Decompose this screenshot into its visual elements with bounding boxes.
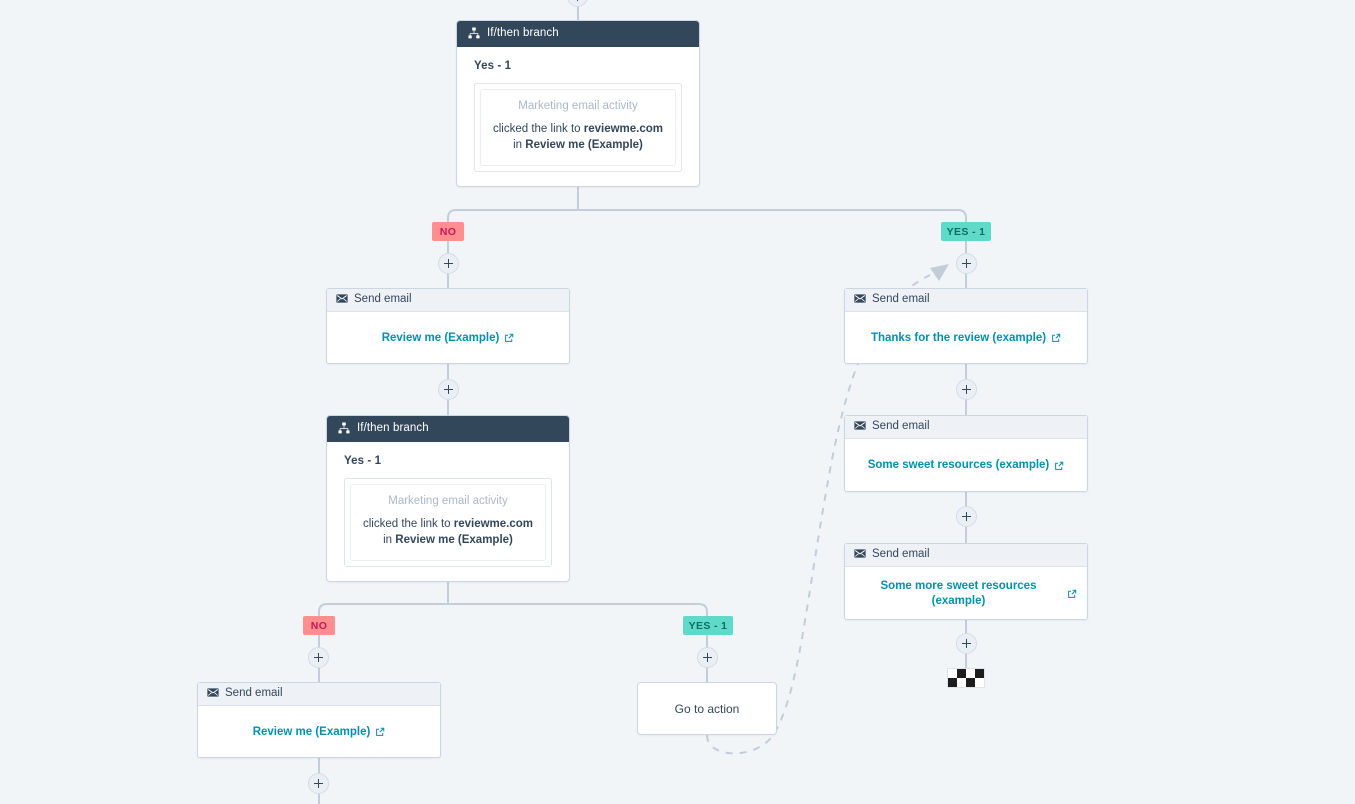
add-step-button-bottom-left-2[interactable] xyxy=(308,773,329,794)
add-step-button-right-1[interactable] xyxy=(956,253,977,274)
envelope-icon xyxy=(854,421,866,433)
edge-branch1-no xyxy=(447,209,578,254)
envelope-icon xyxy=(854,549,866,561)
branch-label-second: Yes - 1 xyxy=(344,455,382,467)
badge-branch1-no: NO xyxy=(432,222,464,241)
branch-body-top: Yes - 1 Marketing email activity clicked… xyxy=(457,47,699,186)
external-link-icon xyxy=(375,727,385,737)
branch-label-top: Yes - 1 xyxy=(474,60,512,72)
email-asset-link-1[interactable]: Review me (Example) xyxy=(382,331,515,346)
branch-title-top: If/then branch xyxy=(487,26,559,39)
edge-goto-arrowhead xyxy=(930,264,949,281)
send-email-title-4: Send email xyxy=(872,547,930,560)
condition-title-second: Marketing email activity xyxy=(388,495,508,507)
if-then-branch-card-top[interactable]: If/then branch Yes - 1 Marketing email a… xyxy=(456,20,700,187)
add-step-button-left-1[interactable] xyxy=(438,253,459,274)
branch-hierarchy-icon xyxy=(468,26,480,42)
email-asset-label-2: Thanks for the review (example) xyxy=(870,331,1047,344)
envelope-icon xyxy=(854,294,866,306)
condition-asset-top: Review me (Example) xyxy=(525,139,643,152)
send-email-title-5: Send email xyxy=(225,686,283,699)
condition-inner-top: Marketing email activity clicked the lin… xyxy=(480,89,676,166)
send-email-card-thanks-for-review[interactable]: Send email Thanks for the review (exampl… xyxy=(844,288,1088,364)
email-asset-link-3[interactable]: Some sweet resources (example) xyxy=(868,458,1065,473)
add-step-button-right-2[interactable] xyxy=(956,379,977,400)
condition-outer-second[interactable]: Marketing email activity clicked the lin… xyxy=(344,478,552,567)
condition-inner-second: Marketing email activity clicked the lin… xyxy=(350,484,546,561)
send-email-header-4: Send email xyxy=(845,544,1087,567)
badge-branch2-yes: YES - 1 xyxy=(683,616,733,635)
badge-branch1-yes: YES - 1 xyxy=(941,222,991,241)
send-email-body-4: Some more sweet resources (example) xyxy=(845,567,1087,620)
email-asset-label-3: Some sweet resources (example) xyxy=(867,459,1050,472)
condition-outer-top[interactable]: Marketing email activity clicked the lin… xyxy=(474,83,682,172)
add-step-button-right-3[interactable] xyxy=(956,506,977,527)
add-step-button-top[interactable] xyxy=(567,0,588,7)
email-asset-label-5: Review me (Example) xyxy=(252,725,371,738)
send-email-title-1: Send email xyxy=(354,292,412,305)
badge-branch2-no: NO xyxy=(303,616,335,635)
send-email-title-2: Send email xyxy=(872,292,930,305)
send-email-card-review-me-2[interactable]: Send email Review me (Example) xyxy=(197,682,441,758)
condition-prefix-top: clicked the link to xyxy=(492,122,584,135)
send-email-card-review-me-1[interactable]: Send email Review me (Example) xyxy=(326,288,570,364)
external-link-icon xyxy=(504,333,514,343)
edge-branch2-yes xyxy=(448,603,708,648)
branch-title-second: If/then branch xyxy=(357,421,429,434)
email-asset-link-5[interactable]: Review me (Example) xyxy=(253,725,386,740)
send-email-header-2: Send email xyxy=(845,289,1087,312)
send-email-header-1: Send email xyxy=(327,289,569,312)
send-email-card-some-sweet-resources[interactable]: Send email Some sweet resources (example… xyxy=(844,415,1088,492)
send-email-body-5: Review me (Example) xyxy=(198,706,440,758)
condition-link-second: reviewme.com xyxy=(453,517,534,530)
external-link-icon xyxy=(1051,333,1061,343)
add-step-button-goto[interactable] xyxy=(697,647,718,668)
email-asset-link-4[interactable]: Some more sweet resources (example) xyxy=(855,579,1077,609)
add-step-button-bottom-left-1[interactable] xyxy=(308,647,329,668)
branch-hierarchy-icon xyxy=(338,421,350,437)
envelope-icon xyxy=(336,294,348,306)
checkered-flag-icon xyxy=(947,668,985,688)
branch-body-second: Yes - 1 Marketing email activity clicked… xyxy=(327,442,569,581)
if-then-branch-card-second[interactable]: If/then branch Yes - 1 Marketing email a… xyxy=(326,415,570,582)
go-to-action-card[interactable]: Go to action xyxy=(637,682,777,735)
condition-middle-second: in xyxy=(383,534,396,547)
external-link-icon xyxy=(1054,461,1064,471)
send-email-header-5: Send email xyxy=(198,683,440,706)
condition-link-top: reviewme.com xyxy=(583,122,664,135)
edge-branch2-no xyxy=(318,603,448,648)
condition-title-top: Marketing email activity xyxy=(518,100,638,112)
add-step-button-left-2[interactable] xyxy=(438,379,459,400)
edge-branch1-yes xyxy=(578,209,967,254)
condition-prefix-second: clicked the link to xyxy=(362,517,454,530)
add-step-button-right-4[interactable] xyxy=(956,633,977,654)
send-email-header-3: Send email xyxy=(845,416,1087,439)
send-email-body-3: Some sweet resources (example) xyxy=(845,439,1087,492)
send-email-card-some-more-sweet-resources[interactable]: Send email Some more sweet resources (ex… xyxy=(844,543,1088,620)
email-asset-link-2[interactable]: Thanks for the review (example) xyxy=(871,331,1061,346)
send-email-body-1: Review me (Example) xyxy=(327,312,569,364)
send-email-body-2: Thanks for the review (example) xyxy=(845,312,1087,364)
envelope-icon xyxy=(207,688,219,700)
external-link-icon xyxy=(1067,589,1077,599)
email-asset-label-4: Some more sweet resources (example) xyxy=(880,579,1037,607)
go-to-action-label: Go to action xyxy=(674,701,740,716)
email-asset-label-1: Review me (Example) xyxy=(381,331,500,344)
condition-text-top: clicked the link to reviewme.com in Revi… xyxy=(492,121,664,154)
condition-middle-top: in xyxy=(513,139,526,152)
send-email-title-3: Send email xyxy=(872,419,930,432)
branch-header-second: If/then branch xyxy=(327,416,569,442)
branch-header-top: If/then branch xyxy=(457,21,699,47)
condition-text-second: clicked the link to reviewme.com in Revi… xyxy=(362,516,534,549)
condition-asset-second: Review me (Example) xyxy=(395,534,513,547)
